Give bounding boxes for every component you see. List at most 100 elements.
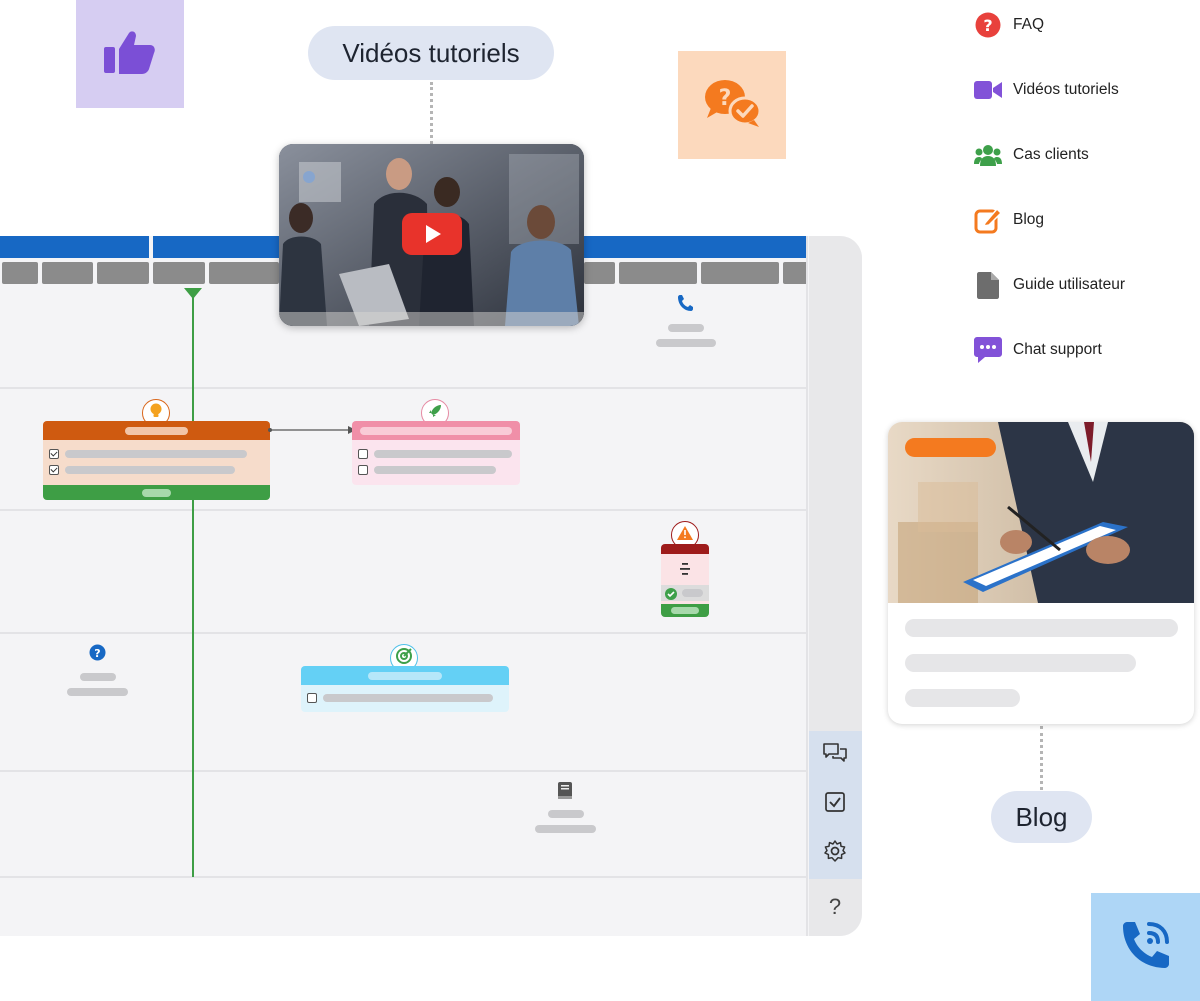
milestone-card[interactable]	[661, 544, 709, 617]
svg-text:?: ?	[94, 647, 100, 660]
task-line-placeholder	[374, 450, 512, 458]
timeline-subheader-cell	[97, 262, 149, 284]
tutorial-video-thumbnail[interactable]	[279, 144, 584, 326]
phone-icon	[676, 294, 694, 317]
gantt-app: ? ?	[0, 236, 862, 936]
question-circle-icon: ?	[974, 11, 1002, 39]
resource-item-guide[interactable]: Guide utilisateur	[974, 270, 1125, 300]
blog-text-placeholder	[905, 619, 1178, 637]
lane-divider	[806, 236, 808, 936]
timeline-subheader-cell	[701, 262, 779, 284]
resource-label: Cas clients	[1013, 146, 1089, 163]
videos-callout-label: Vidéos tutoriels	[342, 37, 520, 68]
svg-text:?: ?	[983, 16, 992, 35]
blog-connector	[1040, 726, 1043, 790]
task-card-orange[interactable]	[43, 421, 270, 500]
play-button[interactable]	[402, 213, 462, 260]
task-line-placeholder	[65, 450, 247, 458]
lane-divider	[0, 509, 808, 511]
card-footer-placeholder	[142, 489, 171, 497]
videos-connector	[430, 82, 433, 144]
task-checkbox[interactable]	[307, 693, 317, 703]
timeline-subheader-cell	[209, 262, 279, 284]
placeholder-line	[548, 810, 584, 818]
timeline-subheader-cell	[619, 262, 697, 284]
resource-item-faq[interactable]: ? FAQ	[974, 10, 1044, 40]
video-camera-icon	[974, 76, 1002, 104]
timeline-subheader-cell	[584, 262, 615, 284]
card-title-placeholder	[360, 427, 512, 435]
document-icon	[974, 271, 1002, 299]
timeline-subheader-cell	[153, 262, 205, 284]
phone-tile[interactable]	[1091, 893, 1200, 1001]
lane-divider	[0, 387, 808, 389]
chat-question-icon: ?	[703, 78, 762, 133]
resource-label: Blog	[1013, 211, 1045, 228]
settings-gear-icon	[824, 839, 846, 867]
comments-icon	[823, 742, 847, 768]
phone-ringing-icon	[1117, 916, 1175, 979]
today-marker[interactable]	[184, 288, 202, 299]
task-line-placeholder	[374, 466, 496, 474]
book-icon	[557, 782, 573, 805]
timeline-subheader-cell	[783, 262, 808, 284]
resource-label: Vidéos tutoriels	[1013, 81, 1119, 98]
task-check-icon	[825, 791, 845, 817]
task-line-placeholder	[65, 466, 235, 474]
chat-bubble-icon	[974, 336, 1002, 364]
lightbulb-icon	[149, 403, 163, 424]
resource-item-chat[interactable]: Chat support	[974, 335, 1102, 365]
svg-text:?: ?	[719, 86, 732, 111]
warning-icon	[677, 525, 693, 545]
blog-preview-card[interactable]	[888, 422, 1194, 724]
rocket-icon	[428, 404, 442, 423]
task-checkbox[interactable]	[49, 449, 59, 459]
task-checkbox[interactable]	[49, 465, 59, 475]
blog-callout-label: Blog	[1015, 801, 1068, 832]
timeline-subheader-cell	[42, 262, 93, 284]
card-title-placeholder	[125, 427, 188, 435]
tasks-button[interactable]	[818, 787, 852, 821]
resource-label: Guide utilisateur	[1013, 276, 1126, 293]
thumbs-up-tile	[76, 0, 184, 108]
help-button[interactable]: ?	[818, 890, 852, 924]
resource-item-clients[interactable]: Cas clients	[974, 140, 1089, 170]
check-circle-icon	[665, 587, 677, 605]
task-checkbox[interactable]	[358, 449, 368, 459]
resource-item-blog[interactable]: Blog	[974, 205, 1044, 235]
placeholder-line	[80, 673, 116, 681]
blog-text-placeholder	[905, 654, 1136, 672]
timeline-subheader-cell	[2, 262, 38, 284]
question-icon: ?	[89, 644, 106, 666]
placeholder-line	[656, 339, 716, 347]
edit-icon	[974, 206, 1002, 234]
videos-callout: Vidéos tutoriels	[308, 26, 554, 80]
placeholder-line	[668, 324, 704, 332]
placeholder-line	[67, 688, 128, 696]
dependency-arrow	[268, 426, 356, 434]
task-checkbox[interactable]	[358, 465, 368, 475]
help-icon: ?	[828, 894, 842, 919]
resource-label: Chat support	[1013, 341, 1102, 358]
thumbs-up-icon	[104, 29, 156, 80]
settings-button[interactable]	[818, 836, 852, 870]
resource-item-videos[interactable]: Vidéos tutoriels	[974, 75, 1119, 105]
lane-divider	[0, 632, 808, 634]
align-center-icon	[679, 562, 691, 580]
task-line-placeholder	[323, 694, 493, 702]
resource-label: FAQ	[1013, 16, 1045, 33]
blog-callout: Blog	[991, 791, 1092, 843]
task-card-pink[interactable]	[352, 421, 520, 485]
play-button-icon	[402, 213, 462, 259]
task-line-placeholder	[682, 589, 703, 597]
timeline-header-bar	[0, 236, 149, 258]
today-line	[192, 290, 194, 877]
card-title-placeholder	[368, 672, 442, 680]
target-icon	[396, 647, 412, 669]
blog-tag-badge	[905, 438, 996, 457]
comments-button[interactable]	[818, 738, 852, 772]
card-footer-placeholder	[671, 607, 699, 614]
users-group-icon	[974, 141, 1002, 169]
task-card-blue[interactable]	[301, 666, 509, 712]
support-chat-tile: ?	[678, 51, 786, 159]
